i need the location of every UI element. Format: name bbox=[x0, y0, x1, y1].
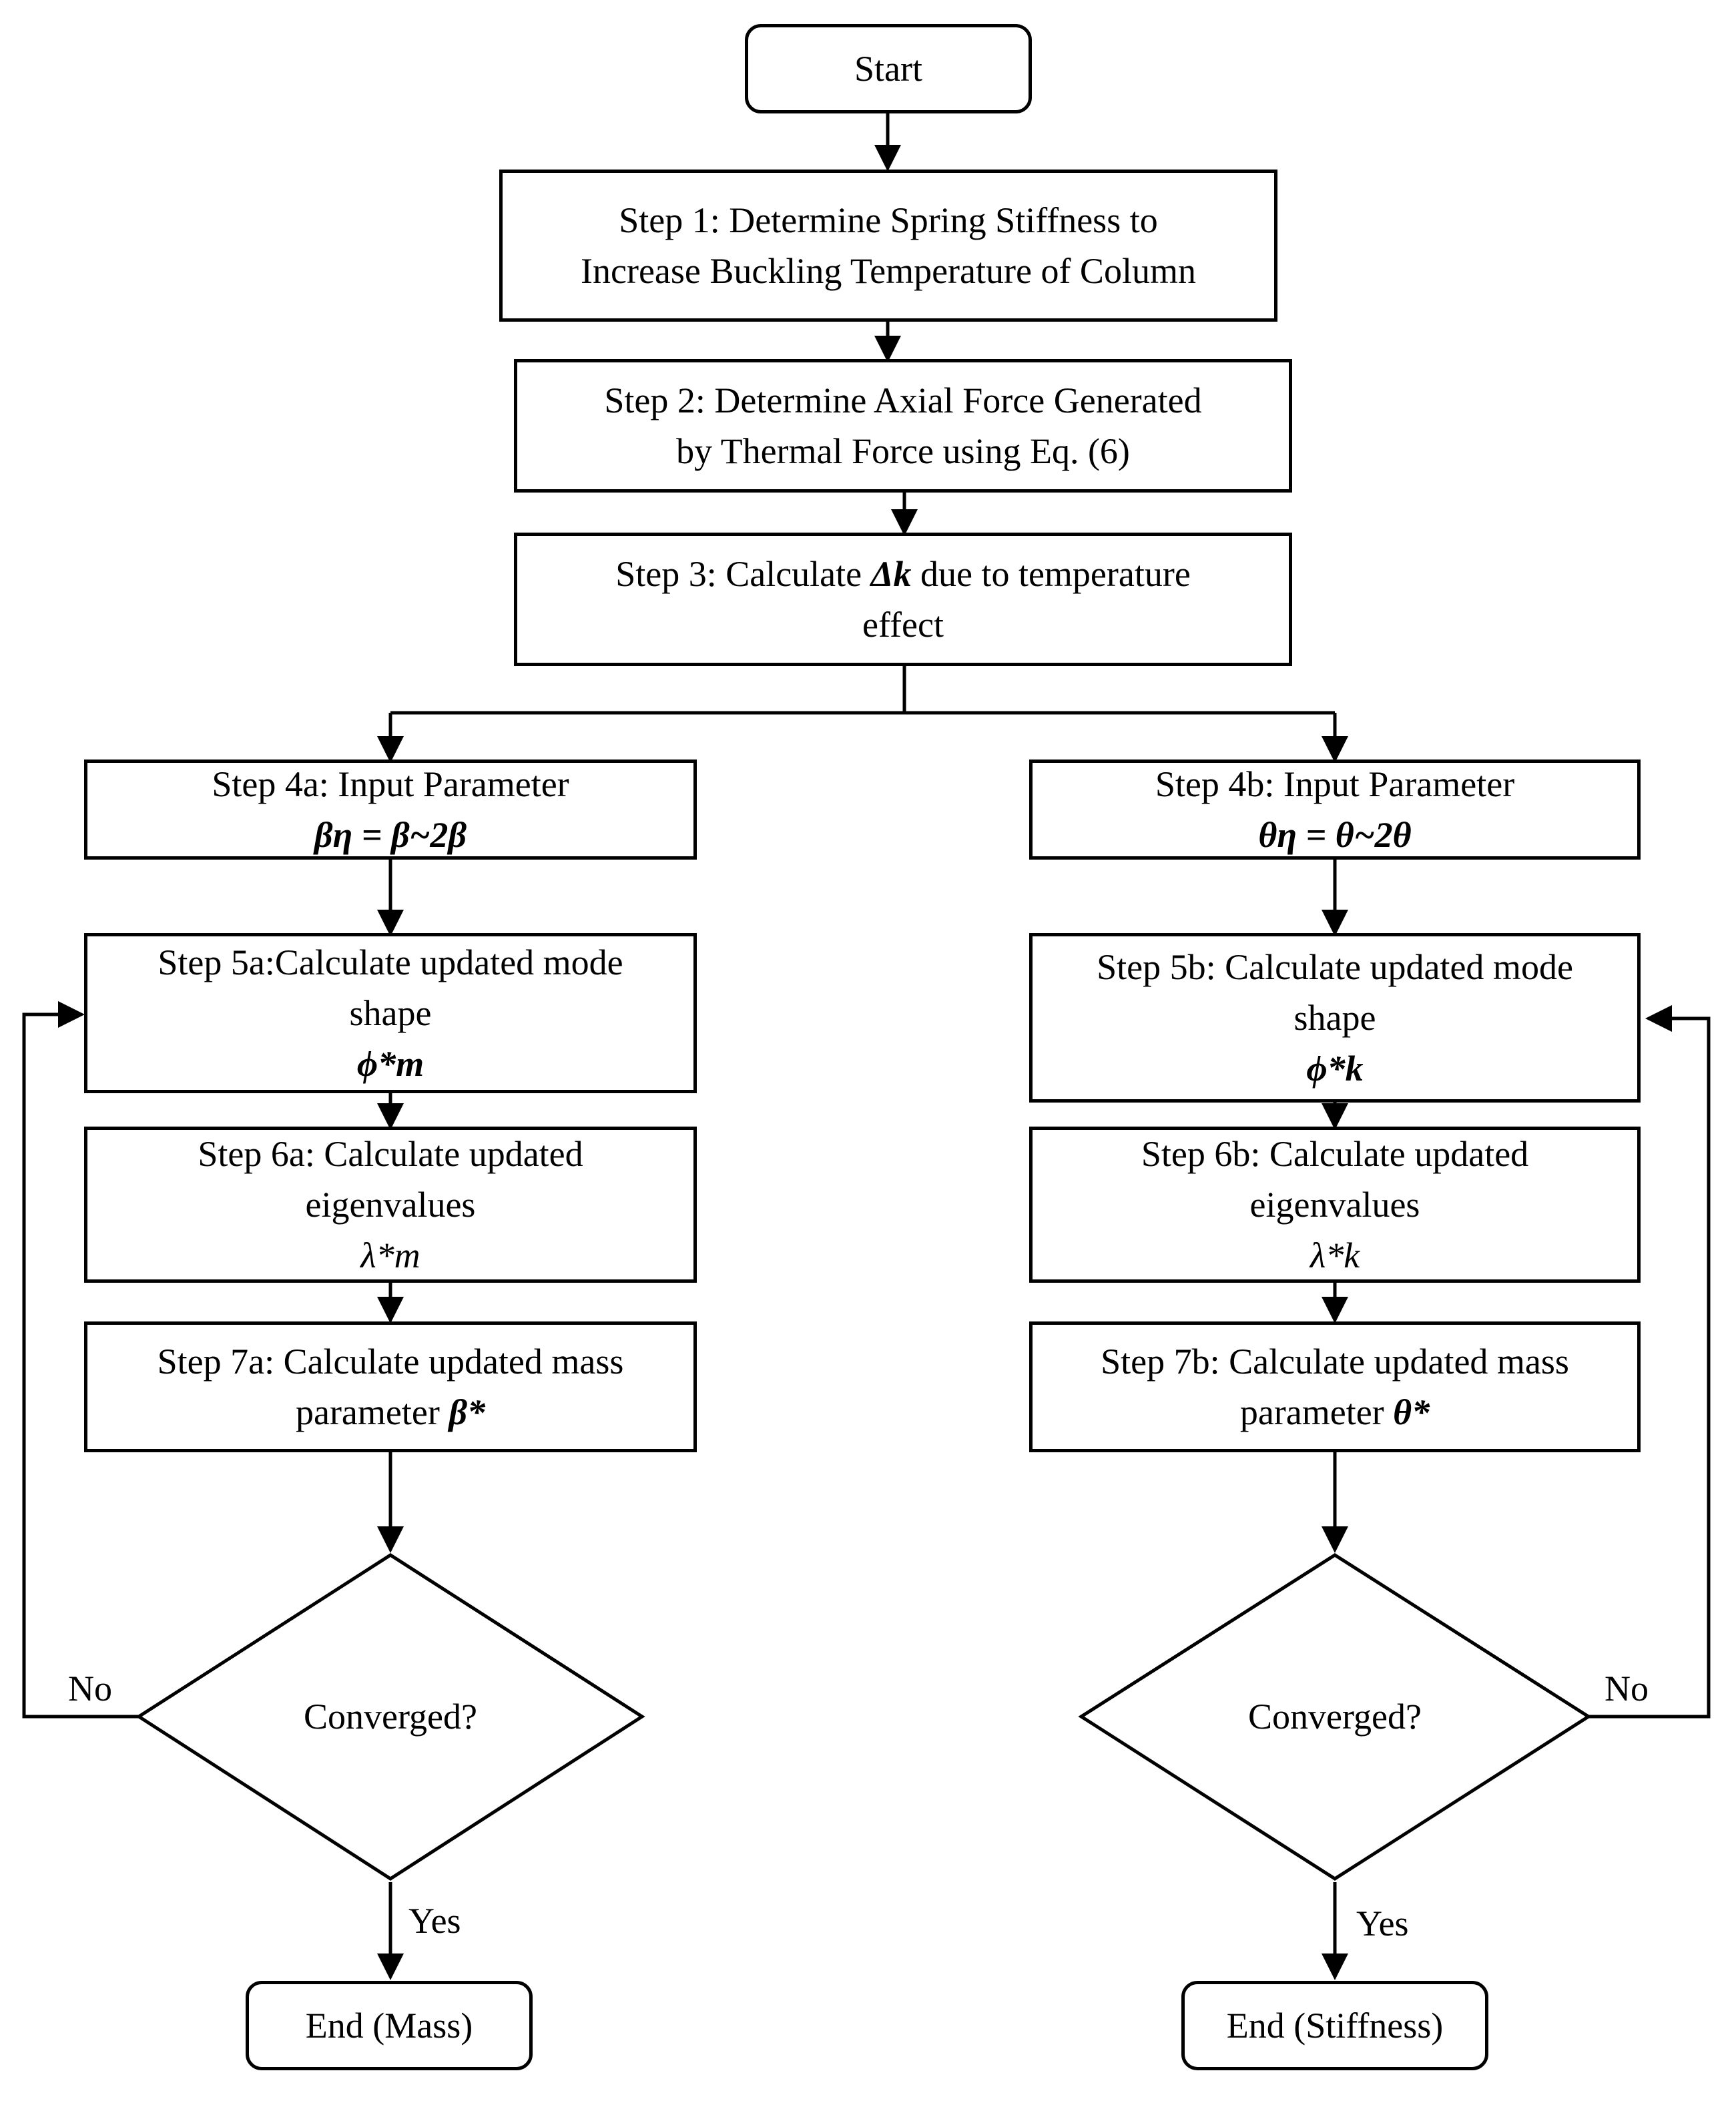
step2-box: Step 2: Determine Axial Force Generated … bbox=[514, 359, 1292, 493]
step3-line1: Step 3: Calculate Δk due to temperature bbox=[615, 549, 1191, 599]
step7b-line2: parameter θ* bbox=[1240, 1387, 1430, 1438]
step7b-box: Step 7b: Calculate updated mass paramete… bbox=[1029, 1321, 1641, 1452]
step5a-line1: Step 5a:Calculate updated mode bbox=[158, 942, 623, 982]
step6b-line1: Step 6b: Calculate updated bbox=[1141, 1134, 1529, 1174]
yes-label-right: Yes bbox=[1356, 1903, 1409, 1943]
step2-line2: by Thermal Force using Eq. (6) bbox=[676, 431, 1130, 471]
end-mass-label: End (Mass) bbox=[305, 2006, 473, 2046]
step5b-line2: shape bbox=[1293, 998, 1376, 1038]
step3-box: Step 3: Calculate Δk due to temperature … bbox=[514, 533, 1292, 666]
arrow-no-loop-right bbox=[1588, 1005, 1711, 1719]
step5a-box: Step 5a:Calculate updated mode shape ϕ*m bbox=[84, 933, 697, 1093]
step7a-box: Step 7a: Calculate updated mass paramete… bbox=[84, 1321, 697, 1452]
step7b-line2-pre: parameter bbox=[1239, 1392, 1394, 1432]
step4a-formula: βη = β~2β bbox=[314, 815, 467, 855]
no-label-right: No bbox=[1605, 1669, 1649, 1709]
step7a-symbol: β* bbox=[449, 1392, 485, 1432]
step4b-line1: Step 4b: Input Parameter bbox=[1155, 764, 1515, 804]
decision-right-label: Converged? bbox=[1248, 1697, 1422, 1737]
step7a-line2: parameter β* bbox=[296, 1387, 485, 1438]
step4a-line1: Step 4a: Input Parameter bbox=[212, 764, 569, 804]
step5a-line2: shape bbox=[349, 993, 432, 1033]
step1-line2: Increase Buckling Temperature of Column bbox=[581, 251, 1196, 291]
decision-diamond-right bbox=[1078, 1553, 1592, 1881]
decision-left-label: Converged? bbox=[304, 1697, 477, 1737]
step7a-line1: Step 7a: Calculate updated mass bbox=[157, 1341, 624, 1382]
no-label-left: No bbox=[68, 1669, 112, 1709]
step2-line1: Step 2: Determine Axial Force Generated bbox=[604, 380, 1202, 420]
start-label: Start bbox=[854, 49, 922, 89]
step5a-symbol: ϕ*m bbox=[356, 1044, 424, 1084]
step5b-box: Step 5b: Calculate updated mode shape ϕ*… bbox=[1029, 933, 1641, 1103]
end-mass-terminal: End (Mass) bbox=[246, 1981, 533, 2070]
step7b-line1: Step 7b: Calculate updated mass bbox=[1101, 1341, 1569, 1382]
step4b-box: Step 4b: Input Parameter θη = θ~2θ bbox=[1029, 760, 1641, 860]
step3-symbol: Δk bbox=[870, 554, 912, 594]
step1-box: Step 1: Determine Spring Stiffness to In… bbox=[499, 170, 1277, 322]
decision-diamond-left bbox=[135, 1553, 645, 1881]
step1-line1: Step 1: Determine Spring Stiffness to bbox=[619, 200, 1158, 240]
step6a-line2: eigenvalues bbox=[305, 1185, 476, 1225]
end-stiffness-terminal: End (Stiffness) bbox=[1181, 1981, 1488, 2070]
step3-post: due to temperature bbox=[911, 554, 1191, 594]
step6a-box: Step 6a: Calculate updated eigenvalues λ… bbox=[84, 1127, 697, 1283]
step6b-box: Step 6b: Calculate updated eigenvalues λ… bbox=[1029, 1127, 1641, 1283]
step6a-line1: Step 6a: Calculate updated bbox=[198, 1134, 583, 1174]
step6b-line2: eigenvalues bbox=[1249, 1185, 1420, 1225]
start-terminal: Start bbox=[745, 24, 1032, 113]
arrow-no-loop-left bbox=[22, 1001, 139, 1719]
step3-line2: effect bbox=[862, 605, 944, 645]
step3-pre: Step 3: Calculate bbox=[615, 554, 871, 594]
step4a-box: Step 4a: Input Parameter βη = β~2β bbox=[84, 760, 697, 860]
step7a-line2-pre: parameter bbox=[295, 1392, 449, 1432]
step6b-symbol: λ*k bbox=[1310, 1235, 1360, 1275]
step7b-symbol: θ* bbox=[1393, 1392, 1430, 1432]
step6a-symbol: λ*m bbox=[360, 1235, 420, 1275]
step5b-symbol: ϕ*k bbox=[1306, 1048, 1364, 1089]
step4b-formula: θη = θ~2θ bbox=[1258, 815, 1412, 855]
yes-label-left: Yes bbox=[408, 1901, 461, 1941]
end-stiffness-label: End (Stiffness) bbox=[1226, 2006, 1444, 2046]
step5b-line1: Step 5b: Calculate updated mode bbox=[1097, 947, 1573, 987]
